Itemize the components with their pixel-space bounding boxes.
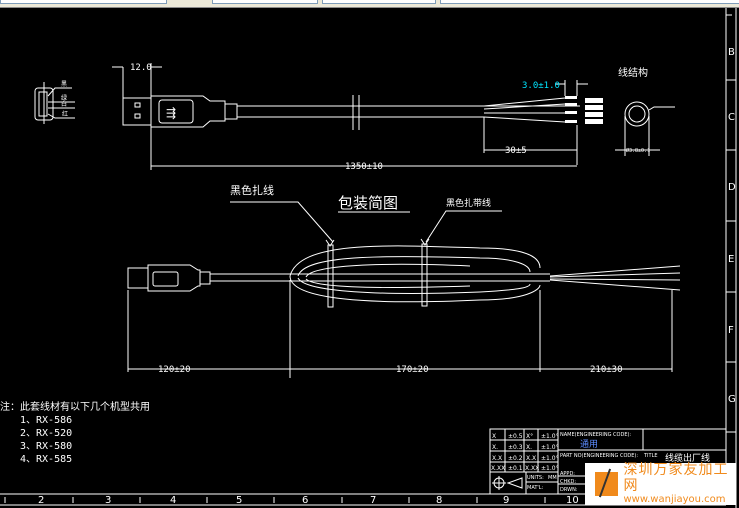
column-label: 10: [566, 495, 579, 506]
title-label: TITLE: [643, 453, 658, 459]
row-label: G: [728, 394, 736, 405]
note-item: 2、RX-520: [20, 428, 72, 439]
tol-cell: ±0.2: [508, 455, 523, 462]
pin-label: 黑: [61, 81, 67, 88]
tol-cell: X.XX: [525, 465, 539, 472]
dim-tail-length: 30±5: [505, 146, 527, 156]
tol-cell: X°: [526, 433, 533, 440]
notes: 注：此套线材有以下几个机型共用 1、RX-586 2、RX-520 3、RX-5…: [0, 400, 150, 465]
name-label: NAME(ENGINEERING CODE):: [560, 432, 631, 438]
row-label: B: [728, 47, 735, 58]
checked-label: CHKD:: [560, 479, 576, 485]
column-label: 8: [436, 495, 442, 506]
tolerance-table: X ±0.5 X° ±1.0° X. ±0.3 X. ±1.0° X.X ±0.…: [491, 433, 559, 472]
tol-cell: ±0.5: [508, 433, 523, 440]
column-labels: 2 3 4 5 6 7 8 9 10: [4, 495, 579, 506]
pin-label: 绿: [61, 94, 67, 102]
tie-label-right: 黑色扎带线: [446, 197, 491, 209]
watermark-logo-icon: [595, 472, 618, 496]
tol-cell: ±1.0°: [541, 455, 559, 462]
notes-heading: 注：此套线材有以下几个机型共用: [0, 400, 150, 413]
tol-cell: ±1.0°: [541, 433, 559, 440]
watermark-banner: 深圳万家友加工网 www.wanjiayou.com: [585, 462, 736, 505]
drawn-label: DRWN:: [560, 487, 578, 493]
row-label: E: [728, 254, 734, 265]
column-label: 5: [236, 495, 242, 506]
part-no-label: PART NO(ENGINEERING CODE):: [560, 453, 638, 459]
dim-package-2: 170±20: [396, 365, 429, 375]
note-item: 1、RX-586: [20, 415, 72, 426]
dim-plug-width: 12.0: [130, 63, 152, 73]
row-label: D: [728, 182, 736, 193]
tol-cell: ±1.0°: [541, 444, 559, 451]
projection-symbol-icon: [492, 476, 523, 490]
usb-cable-side-view: 12.0 ⇶ 3.0±1.0 1350±10 30±5: [112, 63, 603, 172]
column-label: 9: [503, 495, 509, 506]
toolbar-field[interactable]: [212, 0, 318, 4]
tol-cell: X.XX: [491, 465, 505, 472]
dim-package-3: 210±30: [590, 365, 623, 375]
title-value: 线缆出厂线: [665, 452, 710, 464]
tol-cell: X.: [492, 444, 498, 451]
cable-structure-title: 线结构: [618, 66, 648, 79]
dim-total-length: 1350±10: [345, 162, 383, 172]
tol-cell: X: [492, 433, 496, 440]
watermark-url: www.wanjiayou.com: [623, 494, 726, 505]
package-drawing: 包装简图 黑色扎线 黑色扎带线 120±20 170±20 210±30: [127, 183, 681, 378]
package-title: 包装简图: [338, 194, 398, 212]
row-label: C: [728, 112, 735, 123]
tie-label-left: 黑色扎线: [230, 183, 274, 197]
column-label: 3: [105, 495, 111, 506]
units-label: UNITS:: [527, 475, 544, 481]
cable-cross-section: 线结构 Ø3.8±0.1: [615, 66, 675, 156]
tol-cell: ±1.0°: [541, 465, 559, 472]
tol-cell: X.: [526, 444, 532, 451]
dim-package-1: 120±20: [158, 365, 191, 375]
title-block: X ±0.5 X° ±1.0° X. ±0.3 X. ±1.0° X.X ±0.…: [489, 428, 727, 495]
toolbar-field[interactable]: [440, 0, 739, 4]
pin-label: 白: [61, 100, 67, 108]
usb-receptacle-front-view: 黑 绿 白 红: [34, 81, 75, 124]
column-label: 6: [302, 495, 308, 506]
tol-cell: ±0.3: [508, 444, 523, 451]
name-value: 通用: [580, 439, 598, 450]
toolbar-field[interactable]: [322, 0, 436, 4]
row-label: F: [728, 325, 734, 336]
units-value: MM: [548, 475, 557, 481]
note-item: 4、RX-585: [20, 454, 72, 465]
material-label: MAT'L:: [527, 485, 544, 491]
cable-diameter: Ø3.8±0.1: [626, 147, 650, 154]
approved-label: APPD:: [560, 471, 575, 477]
column-label: 4: [170, 495, 176, 506]
note-item: 3、RX-580: [20, 441, 72, 452]
fanout-wires: [549, 265, 681, 291]
stripped-wires: [483, 96, 603, 124]
toolbar-field[interactable]: [0, 0, 167, 4]
row-labels: B C D E F G: [728, 47, 736, 405]
usb-trident-icon: ⇶: [166, 106, 176, 120]
column-label: 2: [38, 495, 44, 506]
cad-toolbar: [0, 0, 739, 8]
watermark-name: 深圳万家友加工网: [623, 462, 729, 494]
tol-cell: ±0.1: [508, 465, 523, 472]
dim-strip-length: 3.0±1.0: [522, 81, 560, 91]
tol-cell: X.X: [526, 455, 536, 462]
cad-drawing-canvas[interactable]: B C D E F G 2 3 4 5 6 7 8 9 10 黑 绿 白 红: [0, 8, 739, 508]
pin-label: 红: [62, 110, 68, 118]
column-label: 7: [370, 495, 376, 506]
tol-cell: X.X: [492, 455, 502, 462]
